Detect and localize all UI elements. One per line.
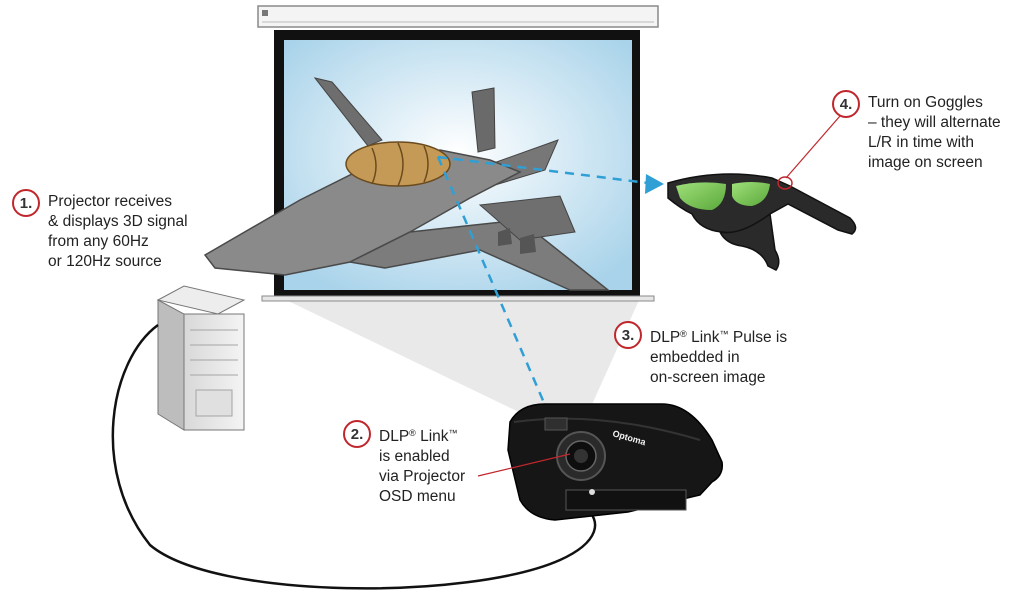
leader-line-2 bbox=[477, 453, 571, 477]
callout-step-1: 1. Projector receives & displays 3D sign… bbox=[12, 189, 188, 272]
pulse-line-to-goggles bbox=[437, 155, 649, 185]
leader-line-4 bbox=[785, 115, 841, 179]
step-2-text: DLP® Link™ is enabled via Projector OSD … bbox=[379, 428, 466, 505]
callout-step-2: 2. DLP® Link™ is enabled via Projector O… bbox=[343, 420, 466, 507]
jet-image bbox=[203, 77, 611, 291]
arrow-icon bbox=[645, 174, 664, 194]
step-1-text: Projector receives & displays 3D signal … bbox=[48, 193, 188, 270]
computer-tower bbox=[156, 285, 246, 431]
projector: Optoma bbox=[507, 403, 724, 521]
step-badge-1: 1. bbox=[12, 189, 40, 217]
step-badge-3: 3. bbox=[614, 321, 642, 349]
step-badge-2: 2. bbox=[343, 420, 371, 448]
step-4-text: Turn on Goggles – they will alternate L/… bbox=[868, 94, 1001, 171]
step-3-text: DLP® Link™ Pulse is embedded in on-scree… bbox=[650, 329, 788, 386]
3d-goggles bbox=[667, 173, 857, 271]
callout-step-4: 4. Turn on Goggles – they will alternate… bbox=[832, 90, 1001, 173]
step-badge-4: 4. bbox=[832, 90, 860, 118]
callout-step-3: 3. DLP® Link™ Pulse is embedded in on-sc… bbox=[614, 321, 788, 388]
projection-beam bbox=[282, 298, 640, 420]
video-cable bbox=[111, 323, 597, 590]
pulse-line-to-projector bbox=[436, 156, 550, 413]
